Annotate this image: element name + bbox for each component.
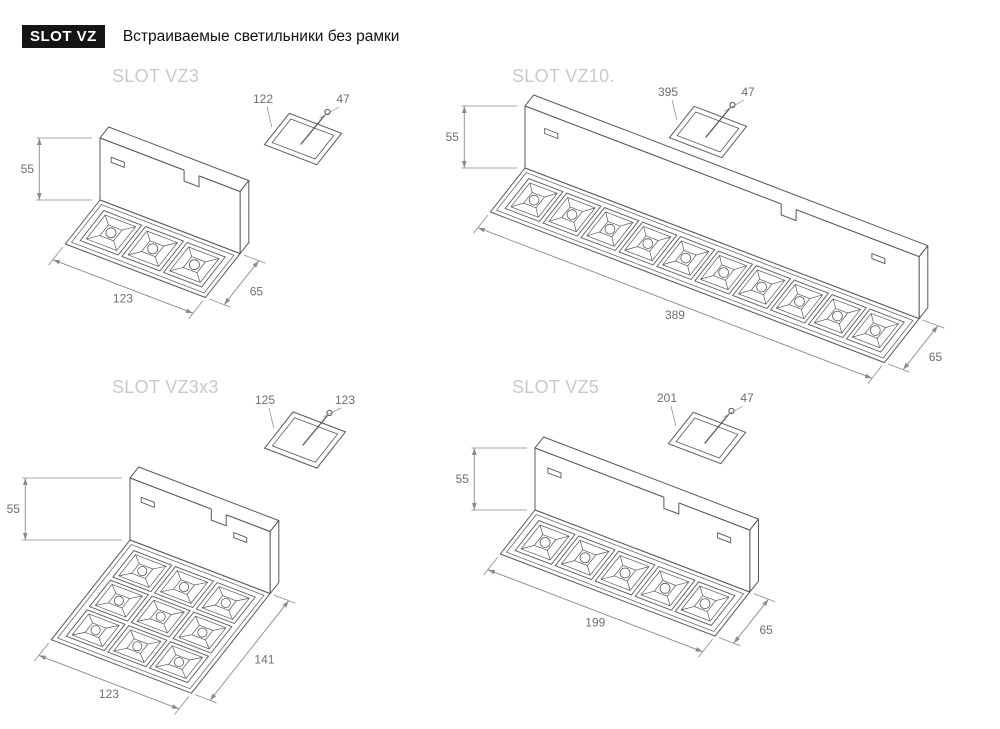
dim-length-label: 123: [99, 687, 119, 701]
dim-height-label: 55: [21, 162, 35, 176]
dim-height-label: 55: [7, 502, 21, 516]
page-title: Встраиваемые светильники без рамки: [122, 27, 400, 45]
cutout-length-label: 125: [255, 393, 275, 407]
drawing-slot-vz5: 55 199 65 201 47: [456, 391, 776, 658]
cutout-depth-label: 47: [740, 391, 754, 405]
cutout-depth-label: 47: [336, 92, 350, 106]
product-title-vz3x3: SLOT VZ3x3: [112, 377, 219, 397]
cutout-length-label: 122: [253, 92, 273, 106]
cutout-drawing: 395 47: [658, 85, 755, 159]
luminaire-drawing: [499, 436, 759, 637]
luminaire-drawing: [50, 466, 280, 694]
dim-depth-label: 65: [929, 350, 943, 364]
cutout-length-label: 395: [658, 85, 678, 99]
drawing-slot-vz3: 55 123 65 122 47: [21, 92, 350, 319]
page-header: SLOT VZ Встраиваемые светильники без рам…: [22, 25, 399, 48]
dim-depth-label: 65: [759, 623, 773, 637]
dimensions: 55 123 65: [21, 137, 266, 319]
drawing-slot-vz3x3: 55 123 141 125 123: [7, 393, 355, 715]
dimensions: 55 199 65: [456, 447, 776, 658]
cutout-length-label: 201: [657, 391, 677, 405]
product-title-vz10: SLOT VZ10.: [512, 66, 615, 86]
dimensions: 55 389 65: [446, 105, 945, 385]
dim-depth-label: 65: [250, 285, 264, 299]
dim-length-label: 199: [585, 616, 605, 630]
cutout-drawing: 125 123: [255, 393, 355, 469]
dimensions: 55 123 141: [7, 477, 296, 715]
dim-height-label: 55: [446, 130, 460, 144]
luminaire-drawing: [489, 94, 929, 364]
cutout-depth-label: 123: [335, 393, 355, 407]
luminaire-drawing: [64, 126, 250, 298]
dim-length-label: 123: [113, 291, 133, 305]
dim-height-label: 55: [456, 472, 470, 486]
dim-length-label: 389: [665, 308, 685, 322]
cutout-drawing: 122 47: [253, 92, 350, 166]
cutout-drawing: 201 47: [657, 391, 754, 465]
cutout-depth-label: 47: [741, 85, 755, 99]
product-title-vz3: SLOT VZ3: [112, 66, 200, 86]
drawing-slot-vz10: 55 389 65 395 47: [446, 85, 945, 385]
brand-badge: SLOT VZ: [22, 25, 105, 48]
product-title-vz5: SLOT VZ5: [512, 377, 600, 397]
dim-depth-label: 141: [254, 653, 274, 667]
